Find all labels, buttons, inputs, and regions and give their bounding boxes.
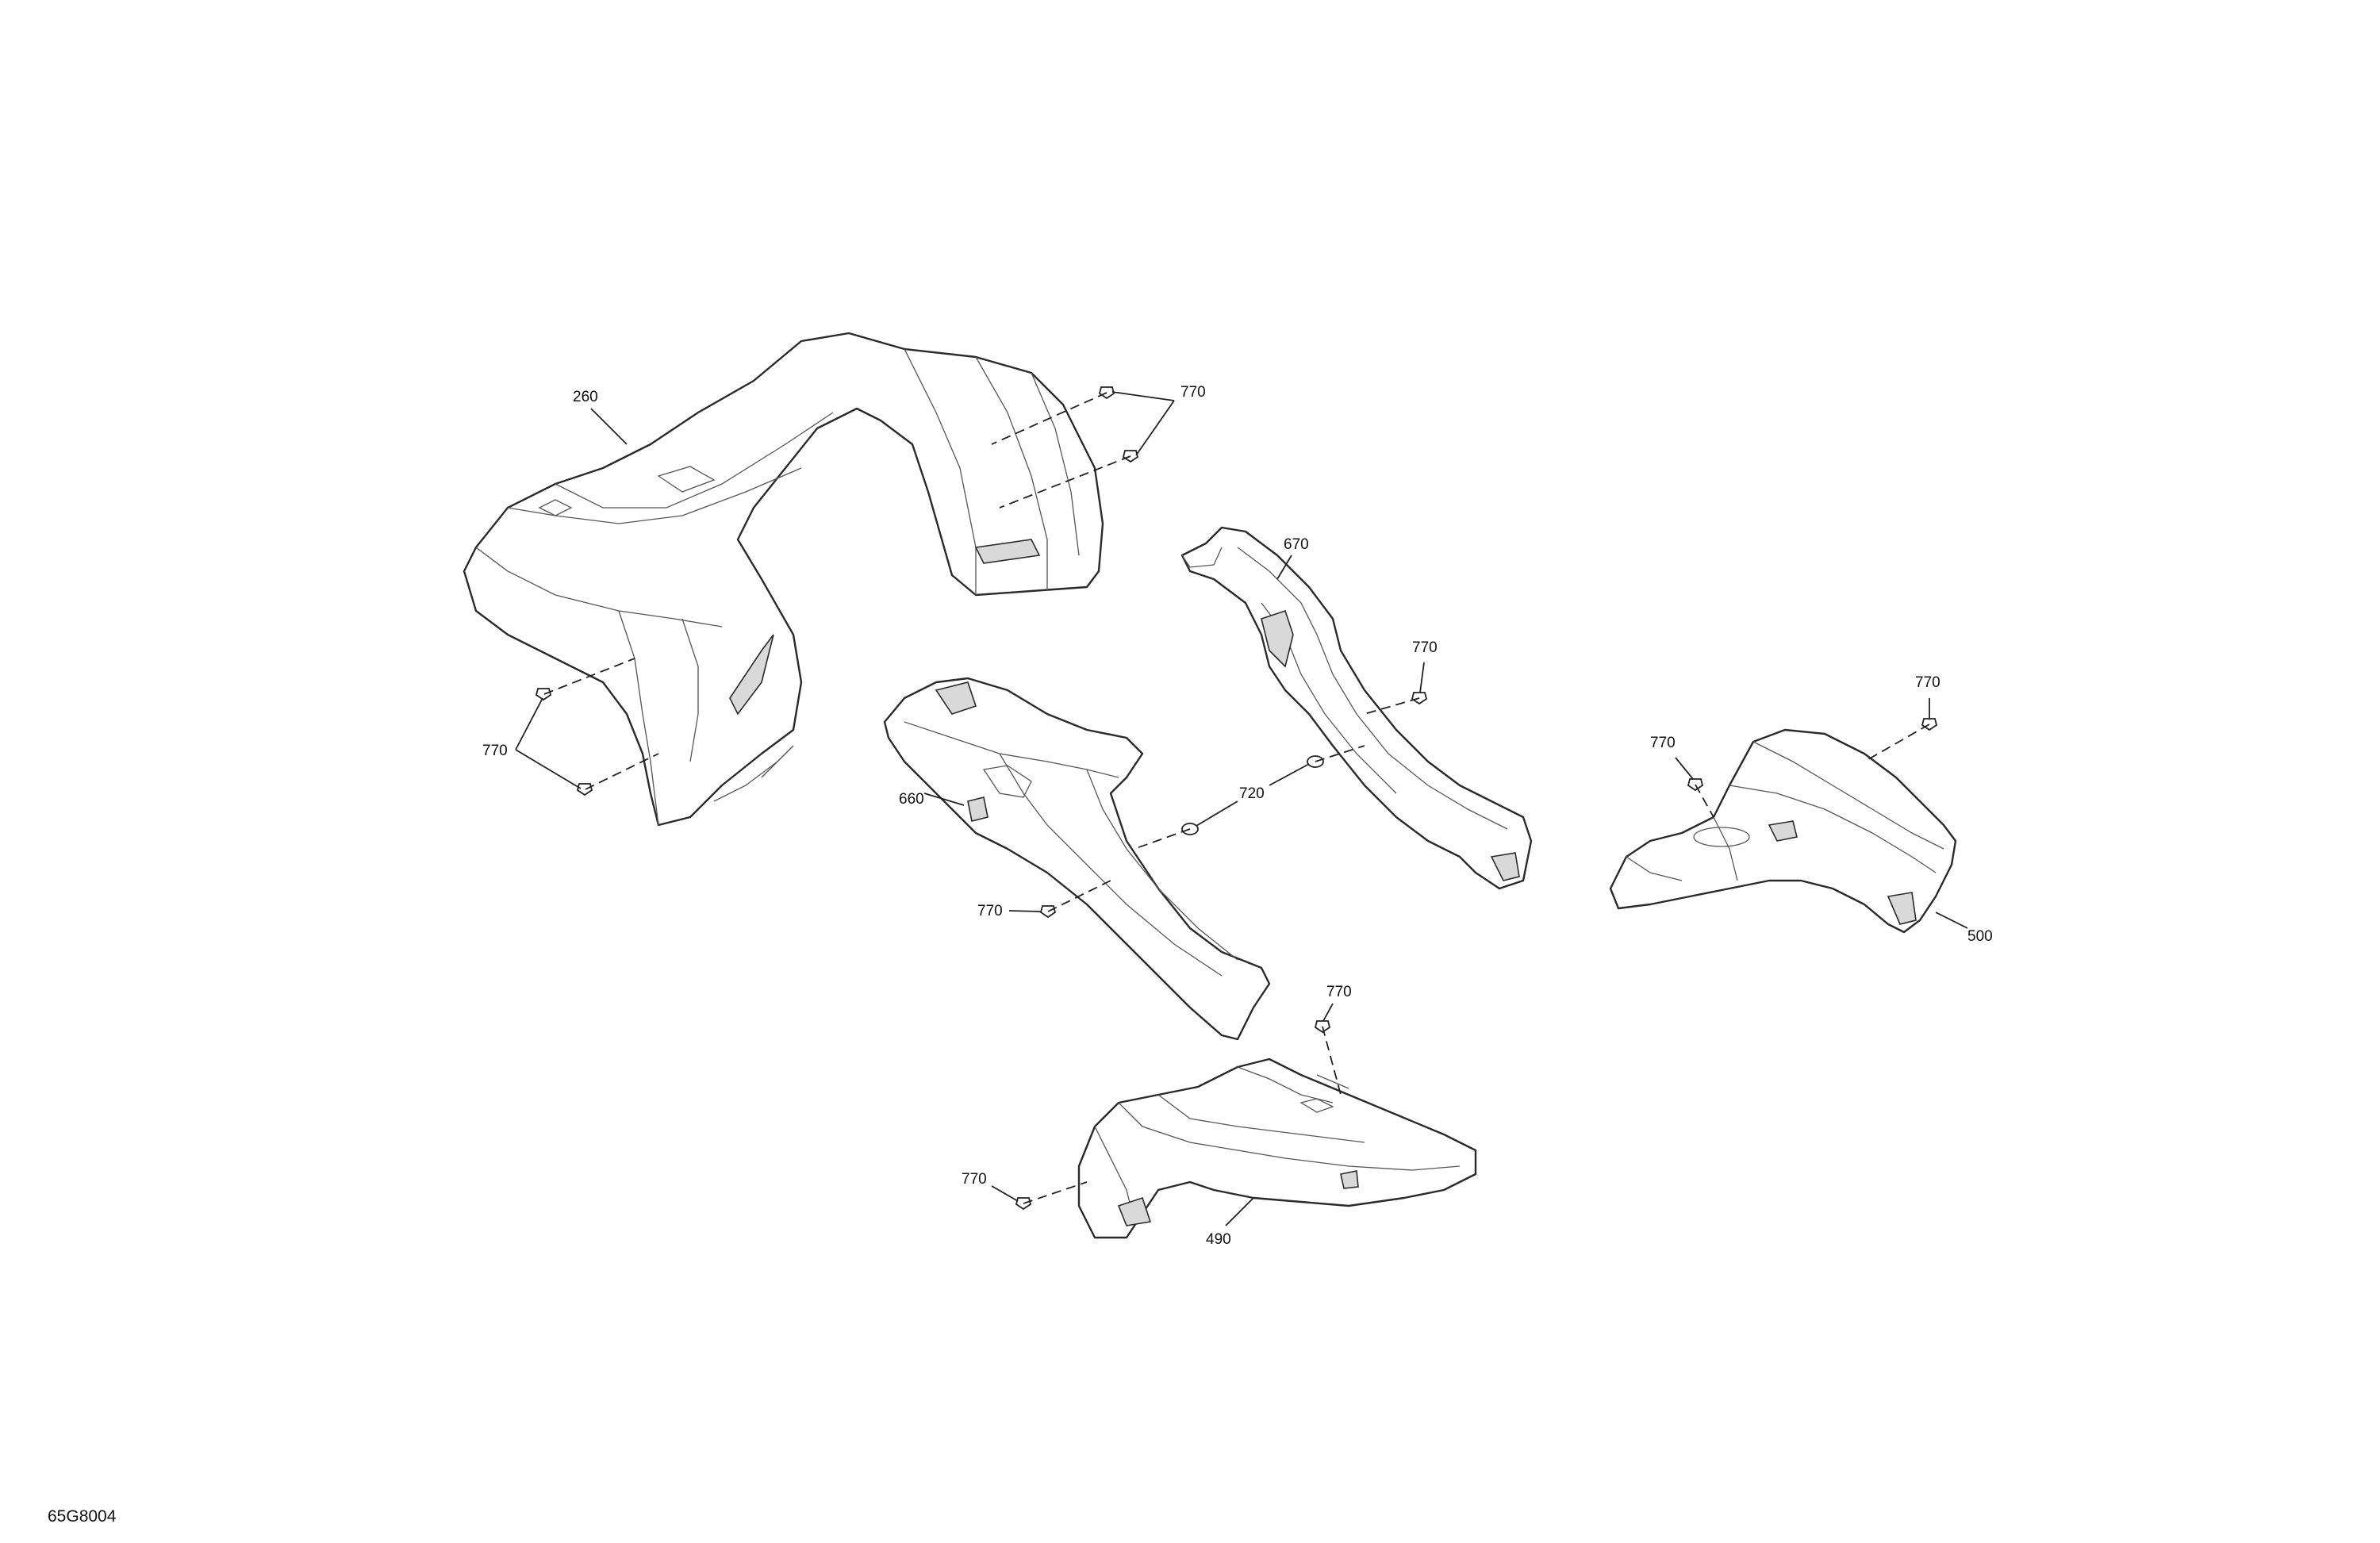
part-260-rear-fender xyxy=(463,332,1104,827)
leader-dashed-670 xyxy=(1364,697,1420,715)
leader-dashed-720 xyxy=(1134,745,1365,850)
leader-770-500-left xyxy=(1675,757,1694,780)
leader-500 xyxy=(1935,912,1968,929)
leader-dashed-rear-left-2 xyxy=(585,753,659,790)
leader-770-490-left xyxy=(991,1185,1019,1202)
callout-260: 260 xyxy=(573,389,598,405)
callout-670: 670 xyxy=(1284,536,1309,553)
part-490-front-fender xyxy=(1077,1057,1477,1239)
fastener-770-rear-left-lower xyxy=(576,783,593,796)
leader-dashed-rear-left xyxy=(543,658,635,695)
callout-500: 500 xyxy=(1967,928,1993,945)
leader-dashed-rear-right-2 xyxy=(999,455,1131,509)
leader-dashed-rear-right xyxy=(991,392,1107,445)
leader-770-490-top xyxy=(1322,1003,1334,1022)
leader-490 xyxy=(1225,1197,1254,1226)
leader-dashed-500-top xyxy=(1864,724,1930,762)
fastener-770-rear-left-upper xyxy=(535,688,552,701)
callout-770-500-top: 770 xyxy=(1915,674,1940,691)
part-660-inner-panel xyxy=(883,677,1271,1041)
drawing-id: 65G8004 xyxy=(48,1507,117,1526)
callout-770-660: 770 xyxy=(977,903,1003,919)
callout-770-490-top: 770 xyxy=(1326,984,1352,1000)
leader-dashed-660 xyxy=(1047,880,1111,912)
part-500-front-panel xyxy=(1609,728,1957,934)
callout-770-rear-left: 770 xyxy=(482,743,508,759)
callout-770-670: 770 xyxy=(1412,639,1438,656)
leader-770-670 xyxy=(1419,662,1425,693)
leader-720 xyxy=(1196,763,1310,827)
callout-770-500-left: 770 xyxy=(1650,735,1676,751)
leader-660 xyxy=(923,793,965,806)
leader-260 xyxy=(590,408,628,445)
leader-770-rear-right xyxy=(1111,391,1175,456)
leader-dashed-500-left xyxy=(1695,784,1714,818)
callout-770-490-left: 770 xyxy=(962,1171,987,1188)
leader-770-rear-left xyxy=(515,697,582,789)
leader-dashed-490-top xyxy=(1322,1026,1342,1096)
leader-670 xyxy=(1276,555,1292,580)
callout-720: 720 xyxy=(1239,785,1265,802)
callout-490: 490 xyxy=(1206,1231,1231,1248)
leader-770-660 xyxy=(1008,910,1042,912)
part-670-side-panel xyxy=(1180,526,1533,890)
callout-660: 660 xyxy=(899,791,924,808)
callout-770-rear-right: 770 xyxy=(1180,384,1206,401)
leader-dashed-490-left xyxy=(1023,1181,1088,1204)
